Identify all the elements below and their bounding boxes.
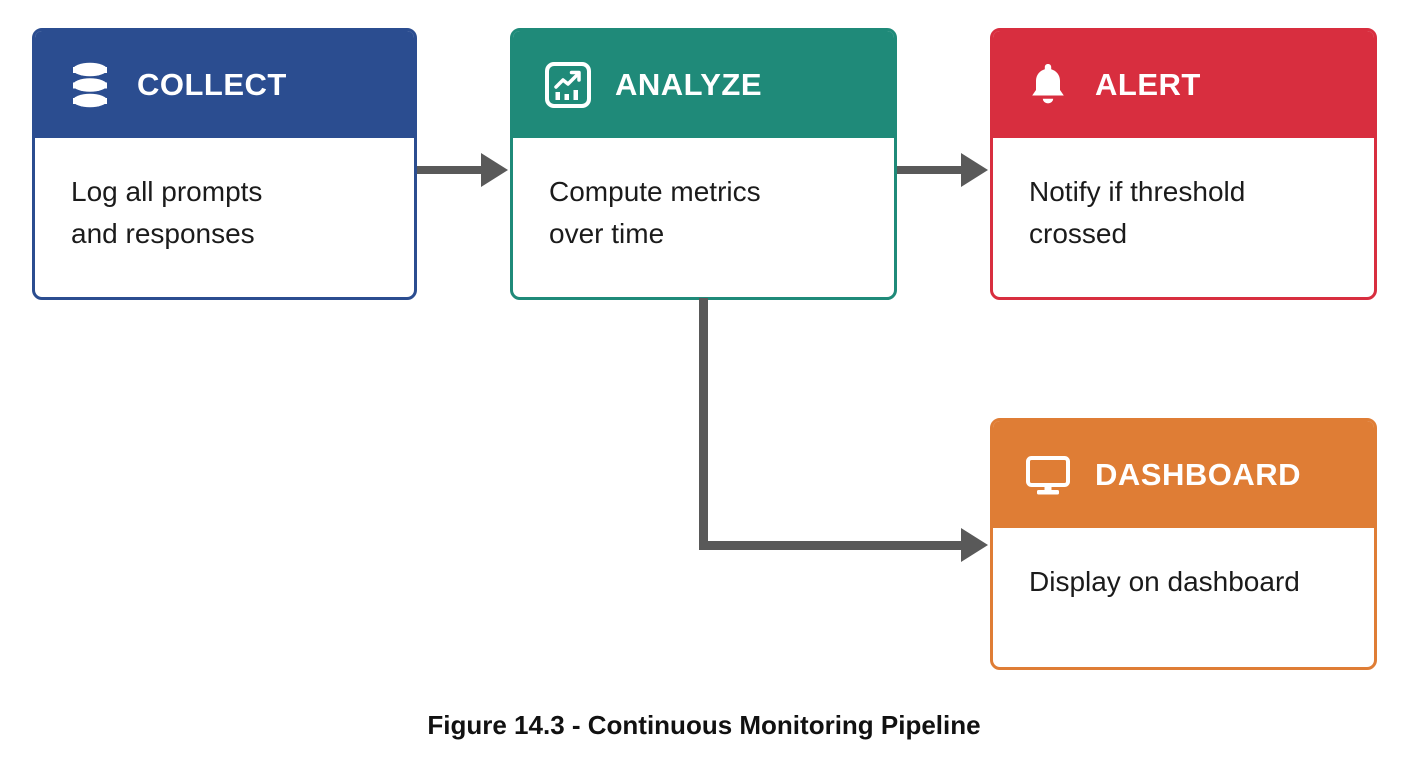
node-dashboard-title: DASHBOARD: [1095, 456, 1301, 492]
description-line: Compute metrics: [549, 176, 761, 207]
node-analyze: ANALYZE Compute metrics over time: [510, 28, 897, 300]
node-dashboard: DASHBOARD Display on dashboard: [990, 418, 1377, 670]
arrowhead-analyze-to-alert: [961, 153, 988, 187]
node-collect-header: COLLECT: [35, 31, 414, 138]
description-line: and responses: [71, 218, 255, 249]
description-line: crossed: [1029, 218, 1128, 249]
node-alert-title: ALERT: [1095, 66, 1201, 102]
monitor-icon: [1026, 455, 1070, 494]
node-analyze-header: ANALYZE: [513, 31, 894, 138]
node-alert: ALERT Notify if threshold crossed: [990, 28, 1377, 300]
arrowhead-analyze-to-dashboard: [961, 528, 988, 562]
arrow-analyze-to-alert: [897, 166, 961, 174]
figure-caption: Figure 14.3 - Continuous Monitoring Pipe…: [427, 710, 981, 740]
node-collect: COLLECT Log all prompts and responses: [32, 28, 417, 300]
node-dashboard-header: DASHBOARD: [993, 421, 1374, 528]
arrowhead-collect-to-analyze: [481, 153, 508, 187]
description-line: Log all prompts: [71, 176, 263, 207]
node-alert-description: Notify if threshold crossed: [993, 138, 1374, 255]
node-collect-description: Log all prompts and responses: [35, 138, 414, 255]
node-dashboard-description: Display on dashboard: [993, 528, 1374, 603]
description-line: over time: [549, 218, 665, 249]
node-analyze-description: Compute metrics over time: [513, 138, 894, 255]
arrow-analyze-to-dashboard-horizontal: [699, 541, 961, 550]
chart-icon: [545, 61, 591, 108]
node-alert-header: ALERT: [993, 31, 1374, 138]
description-line: Display on dashboard: [1029, 566, 1300, 597]
bell-icon: [1032, 63, 1064, 103]
node-collect-title: COLLECT: [137, 66, 287, 102]
node-analyze-title: ANALYZE: [615, 66, 763, 102]
description-line: Notify if threshold: [1029, 176, 1246, 207]
arrow-analyze-to-dashboard-vertical: [699, 298, 708, 550]
arrow-collect-to-analyze: [417, 166, 481, 174]
database-icon: [73, 62, 107, 107]
